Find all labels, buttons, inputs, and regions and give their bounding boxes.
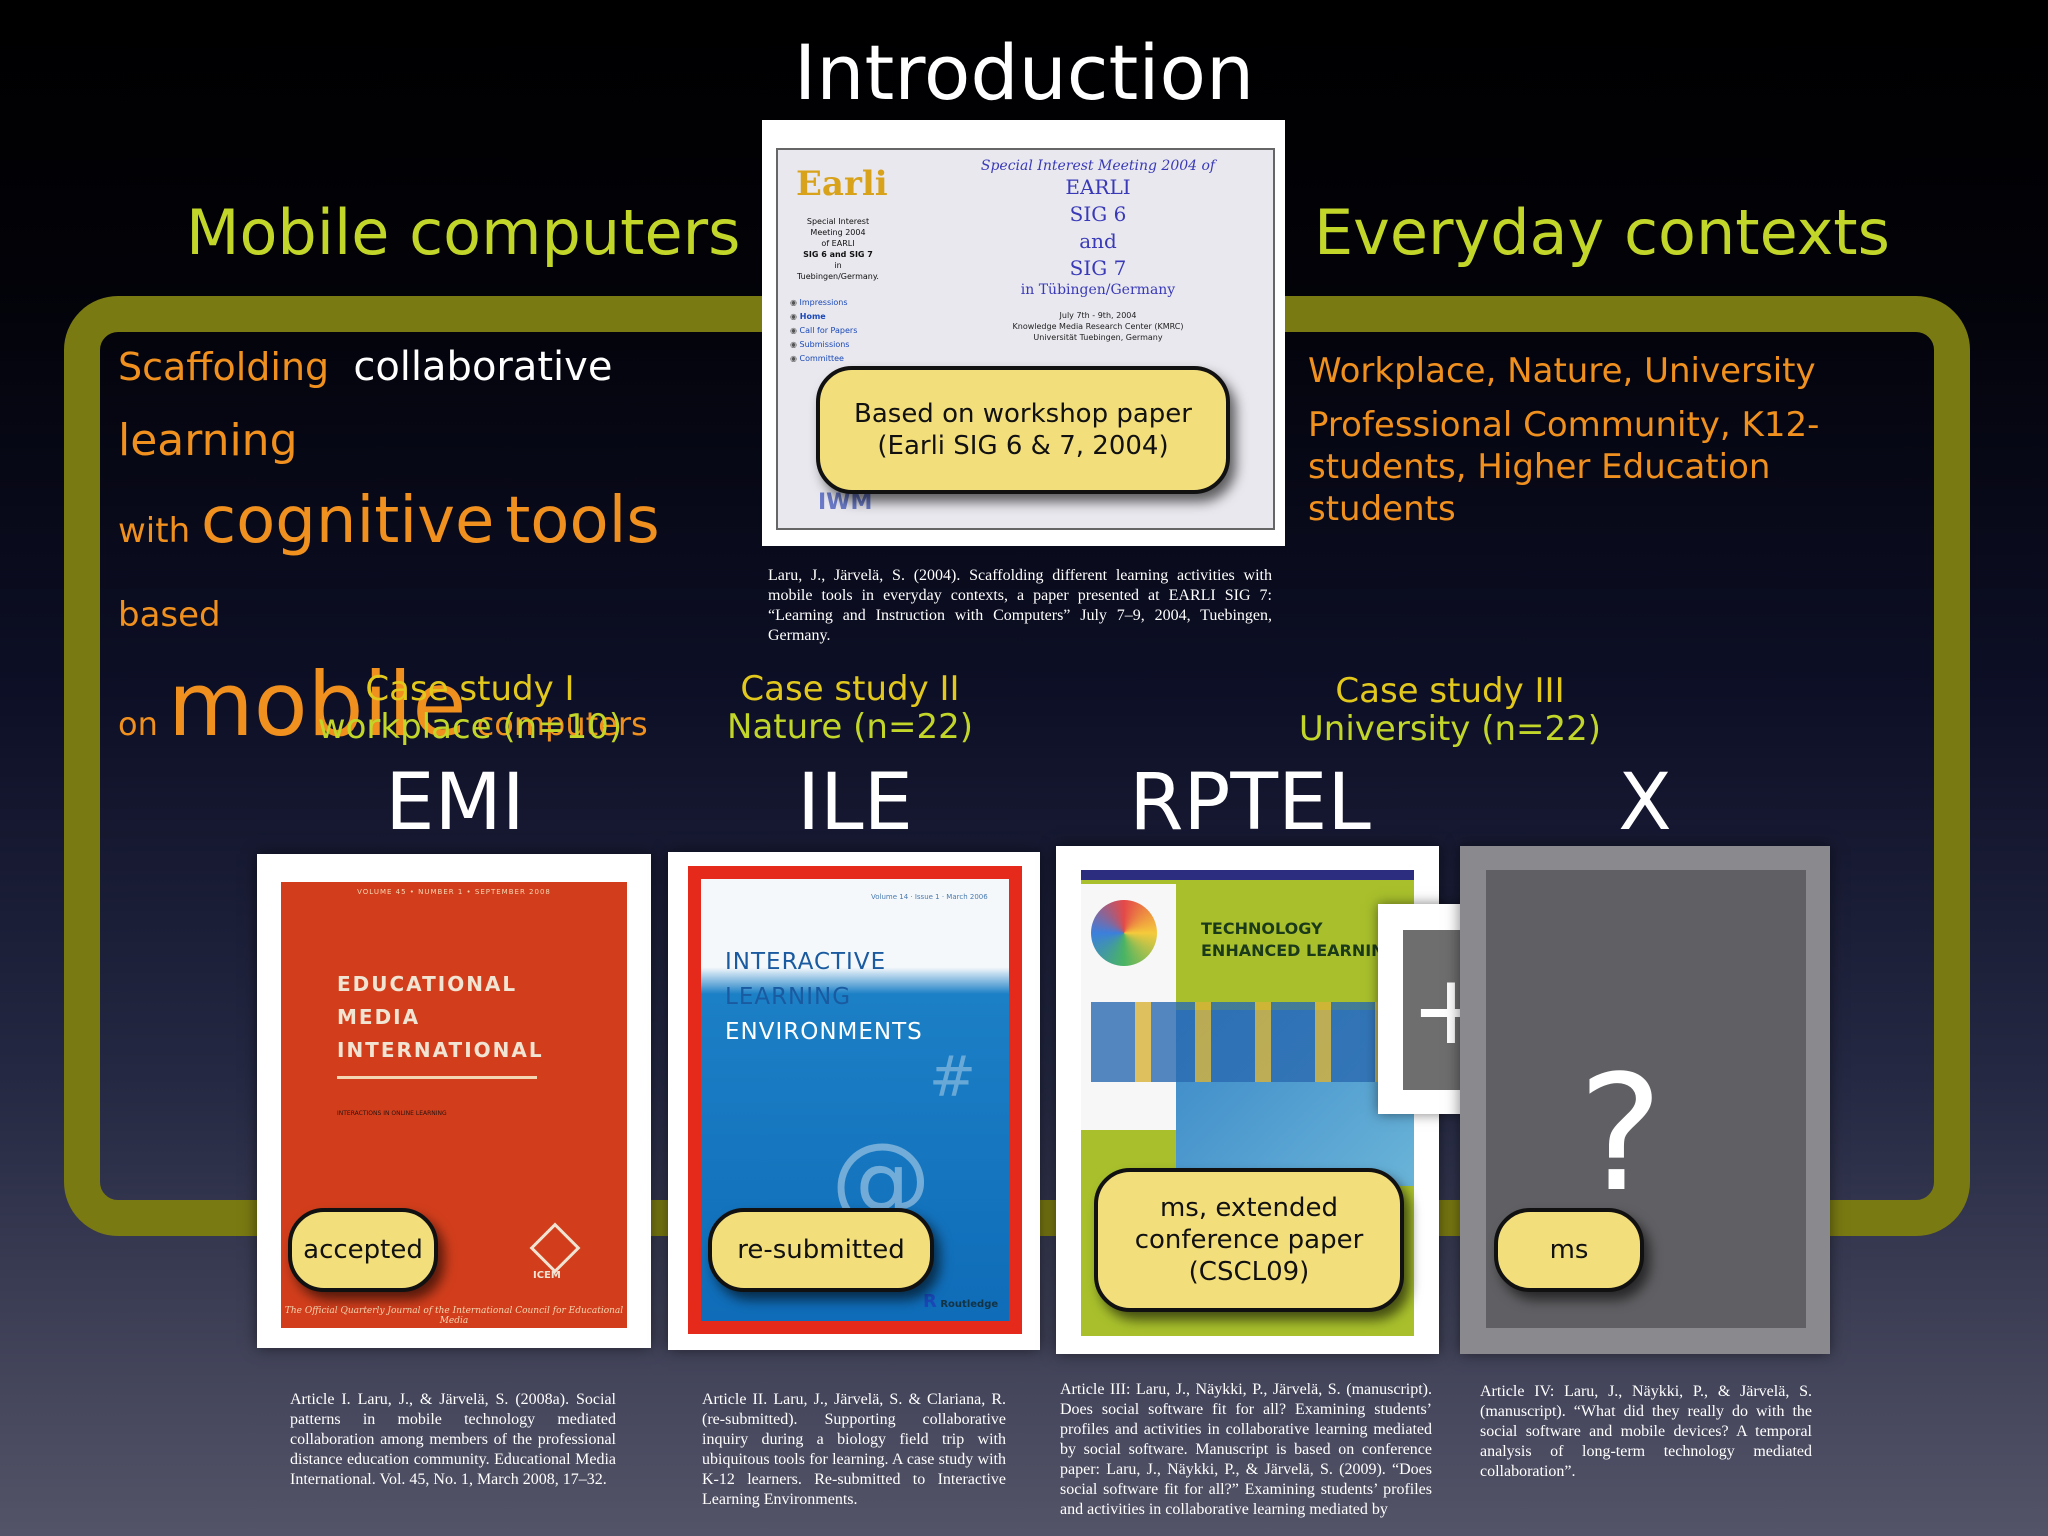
case-title: Case study III (1335, 671, 1565, 711)
earli-heading-line: SIG 6 (1069, 202, 1127, 226)
question-mark-icon: ? (1578, 1040, 1663, 1227)
word-collaborative: collaborative (353, 344, 613, 390)
case-title: Case study II (740, 669, 960, 709)
ile-title-line: ENVIRONMENTS (725, 1019, 923, 1045)
heading-mobile-computers: Mobile computers (186, 196, 741, 269)
earli-side-line: Special Interest (806, 217, 870, 226)
earli-nav-item: Home (790, 310, 857, 324)
word-cognitive: cognitive (200, 484, 495, 558)
icem-logo-icon (529, 1222, 581, 1274)
slide-title: Introduction (793, 28, 1255, 117)
reference-earli: Laru, J., Järvelä, S. (2004). Scaffoldin… (768, 567, 1272, 644)
earli-nav-item: Call for Papers (790, 324, 858, 338)
reference-article-3: Article III: Laru, J., Näykki, P., Järve… (1060, 1381, 1432, 1518)
journal-label-x: X (1618, 758, 1672, 848)
earli-heading-location: in Tübingen/Germany (1020, 282, 1176, 298)
case-study-3: Case study III University (n=22) (1280, 672, 1620, 748)
word-on: on (118, 705, 158, 743)
case-study-1: Case study I workplace (n=10) (300, 670, 640, 746)
emi-topbar: VOLUME 45 • NUMBER 1 • SEPTEMBER 2008 (357, 888, 551, 896)
earli-nav-item: Impressions (790, 296, 857, 310)
rptel-top-bar (1081, 870, 1414, 880)
word-scaffolding: Scaffolding (118, 345, 330, 389)
word-based: based (118, 595, 221, 635)
emi-title-line: EDUCATIONAL (337, 972, 518, 996)
earli-side-line: SIG 6 and SIG 7 (803, 250, 873, 259)
iwm-logo: IWM (818, 490, 873, 515)
earli-info-line: July 7th - 9th, 2004 (1059, 311, 1137, 320)
earli-side-line: of EARLI (821, 239, 855, 248)
callout-workshop-paper: Based on workshop paper (Earli SIG 6 & 7… (816, 366, 1230, 494)
rptel-photo-strip (1091, 1002, 1401, 1082)
routledge-r-icon: R (923, 1291, 937, 1312)
contexts-line-2: Professional Community, K12-students, Hi… (1308, 405, 1820, 529)
earli-logo: Earli (796, 164, 888, 204)
word-with: with (118, 511, 191, 551)
reference-article-2: Article II. Laru, J., Järvelä, S. & Clar… (702, 1391, 1006, 1508)
reference-article-1: Article I. Laru, J., & Järvelä, S. (2008… (290, 1391, 616, 1488)
routledge-text: Routledge (940, 1299, 999, 1310)
ile-title-line: LEARNING (725, 984, 852, 1010)
earli-side-line: Meeting 2004 (810, 228, 866, 237)
rptel-pinwheel-logo-icon (1091, 900, 1157, 966)
earli-main-heading: Special Interest Meeting 2004 of EARLI S… (948, 158, 1248, 343)
hash-icon: # (929, 1045, 976, 1110)
reference-article-4: Article IV: Laru, J., Näykki, P., & Järv… (1480, 1383, 1812, 1480)
emi-title: EDUCATIONAL MEDIA INTERNATIONAL (337, 968, 544, 1067)
emi-title-line: INTERNATIONAL (337, 1038, 544, 1062)
ile-issue: Volume 14 · Issue 1 · March 2006 (871, 893, 988, 901)
journal-label-rptel: RPTEL (1129, 758, 1371, 848)
word-cloud-phrase: Scaffolding collaborative learning with … (118, 330, 738, 772)
status-callout-emi: accepted (288, 1208, 438, 1292)
icem-logo-text: ICEM (533, 1270, 561, 1281)
contexts-list: Workplace, Nature, University Profession… (1308, 350, 1868, 530)
earli-info-line: Universität Tuebingen, Germany (1033, 333, 1163, 342)
ile-title-line: INTERACTIVE (725, 949, 887, 975)
status-callout-rptel: ms, extended conference paper (CSCL09) (1094, 1168, 1404, 1312)
earli-heading-line: EARLI (1065, 175, 1131, 199)
case-sub: Nature (n=22) (727, 707, 973, 747)
word-computers: computers (476, 705, 648, 743)
word-mobile: mobile (168, 653, 467, 756)
emi-subtitle: INTERACTIONS IN ONLINE LEARNING (337, 1110, 447, 1117)
rptel-title: TECHNOLOGY ENHANCED LEARNING (1201, 918, 1398, 962)
routledge-logo: R Routledge (923, 1291, 998, 1312)
earli-side-text: Special Interest Meeting 2004 of EARLI S… (788, 216, 888, 282)
journal-label-emi: EMI (385, 758, 525, 848)
word-learning: learning (118, 415, 298, 466)
rptel-title-line: ENHANCED LEARNING (1201, 941, 1398, 960)
word-tools: tools (505, 484, 660, 558)
earli-side-line: Tuebingen/Germany. (797, 272, 879, 281)
case-title: Case study I (365, 669, 575, 709)
journal-label-ile: ILE (797, 758, 913, 848)
emi-divider (337, 1076, 537, 1079)
contexts-line-1: Workplace, Nature, University (1308, 351, 1816, 391)
ile-title: INTERACTIVE LEARNING ENVIRONMENTS (725, 945, 923, 1050)
earli-nav: Impressions Home Call for Papers Submiss… (790, 296, 858, 366)
earli-heading-top: Special Interest Meeting 2004 of (980, 158, 1216, 174)
heading-everyday-contexts: Everyday contexts (1314, 196, 1890, 269)
status-callout-x: ms (1494, 1208, 1644, 1292)
earli-side-line: in (834, 261, 842, 270)
rptel-title-line: TECHNOLOGY (1201, 919, 1323, 938)
case-study-2: Case study II Nature (n=22) (700, 670, 1000, 746)
emi-footer: The Official Quarterly Journal of the In… (284, 1306, 624, 1326)
earli-nav-item: Submissions (790, 338, 857, 352)
earli-info-line: Knowledge Media Research Center (KMRC) (1012, 322, 1184, 331)
emi-title-line: MEDIA (337, 1005, 421, 1029)
earli-heading-line: SIG 7 (1069, 256, 1127, 280)
case-sub: University (n=22) (1298, 709, 1602, 749)
status-callout-ile: re-submitted (708, 1208, 934, 1292)
earli-nav-item: Committee (790, 352, 857, 366)
earli-heading-line: and (1079, 229, 1117, 253)
case-sub: workplace (n=10) (317, 707, 623, 747)
